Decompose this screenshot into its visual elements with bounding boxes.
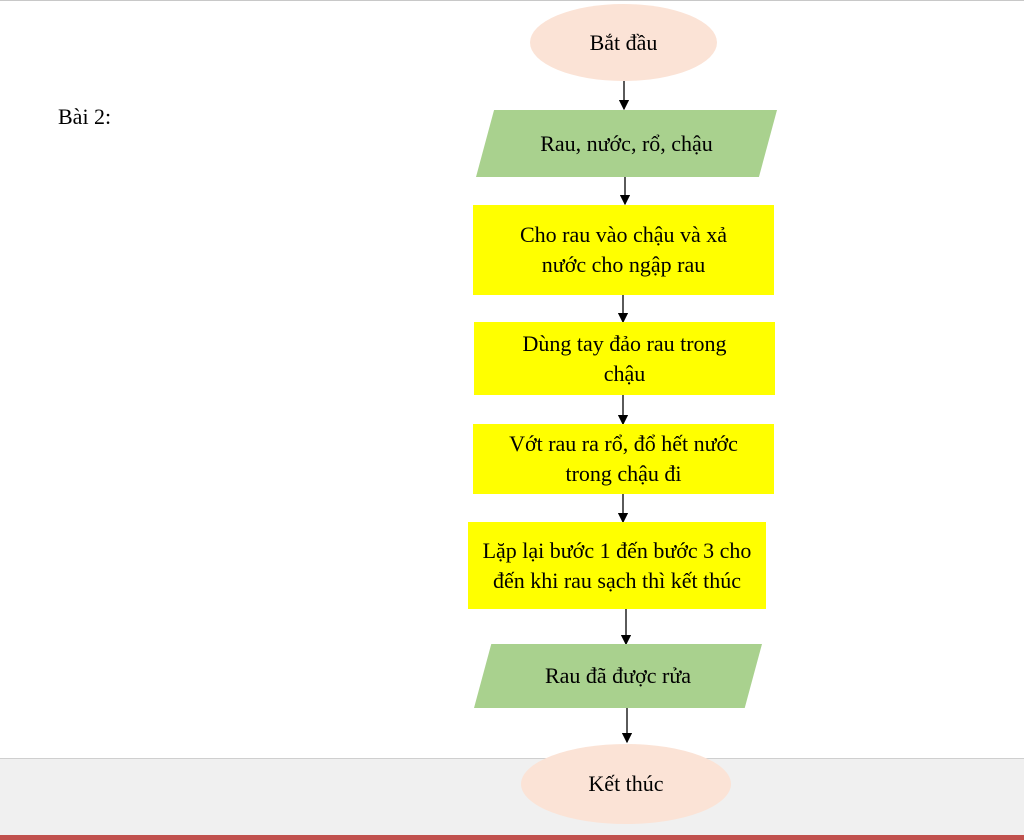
end-terminal: Kết thúc bbox=[521, 744, 731, 824]
output-node: Rau đã được rửa bbox=[474, 644, 762, 708]
start-label: Bắt đầu bbox=[589, 29, 658, 55]
top-divider bbox=[0, 0, 1024, 1]
bottom-red-line bbox=[0, 835, 1024, 840]
step-4-label: Lặp lại bước 1 đến bước 3 cho đến khi ra… bbox=[482, 537, 752, 593]
process-step-1: Cho rau vào chậu và xả nước cho ngập rau bbox=[473, 205, 774, 295]
exercise-label: Bài 2: bbox=[58, 104, 112, 129]
step-2-label: Dùng tay đảo rau trong chậu bbox=[522, 330, 727, 386]
process-step-4: Lặp lại bước 1 đến bước 3 cho đến khi ra… bbox=[468, 522, 766, 609]
process-step-2: Dùng tay đảo rau trong chậu bbox=[474, 322, 775, 395]
bottom-band bbox=[0, 758, 1024, 840]
end-label: Kết thúc bbox=[588, 771, 664, 796]
output-label: Rau đã được rửa bbox=[544, 663, 692, 688]
step-3-label: Vớt rau ra rổ, đổ hết nước trong chậu đi bbox=[509, 431, 738, 486]
input-node: Rau, nước, rổ, chậu bbox=[476, 110, 777, 177]
input-label: Rau, nước, rổ, chậu bbox=[540, 130, 713, 156]
start-terminal: Bắt đầu bbox=[530, 4, 717, 81]
step-1-label: Cho rau vào chậu và xả nước cho ngập rau bbox=[519, 222, 728, 277]
process-step-3: Vớt rau ra rổ, đổ hết nước trong chậu đi bbox=[473, 424, 774, 494]
